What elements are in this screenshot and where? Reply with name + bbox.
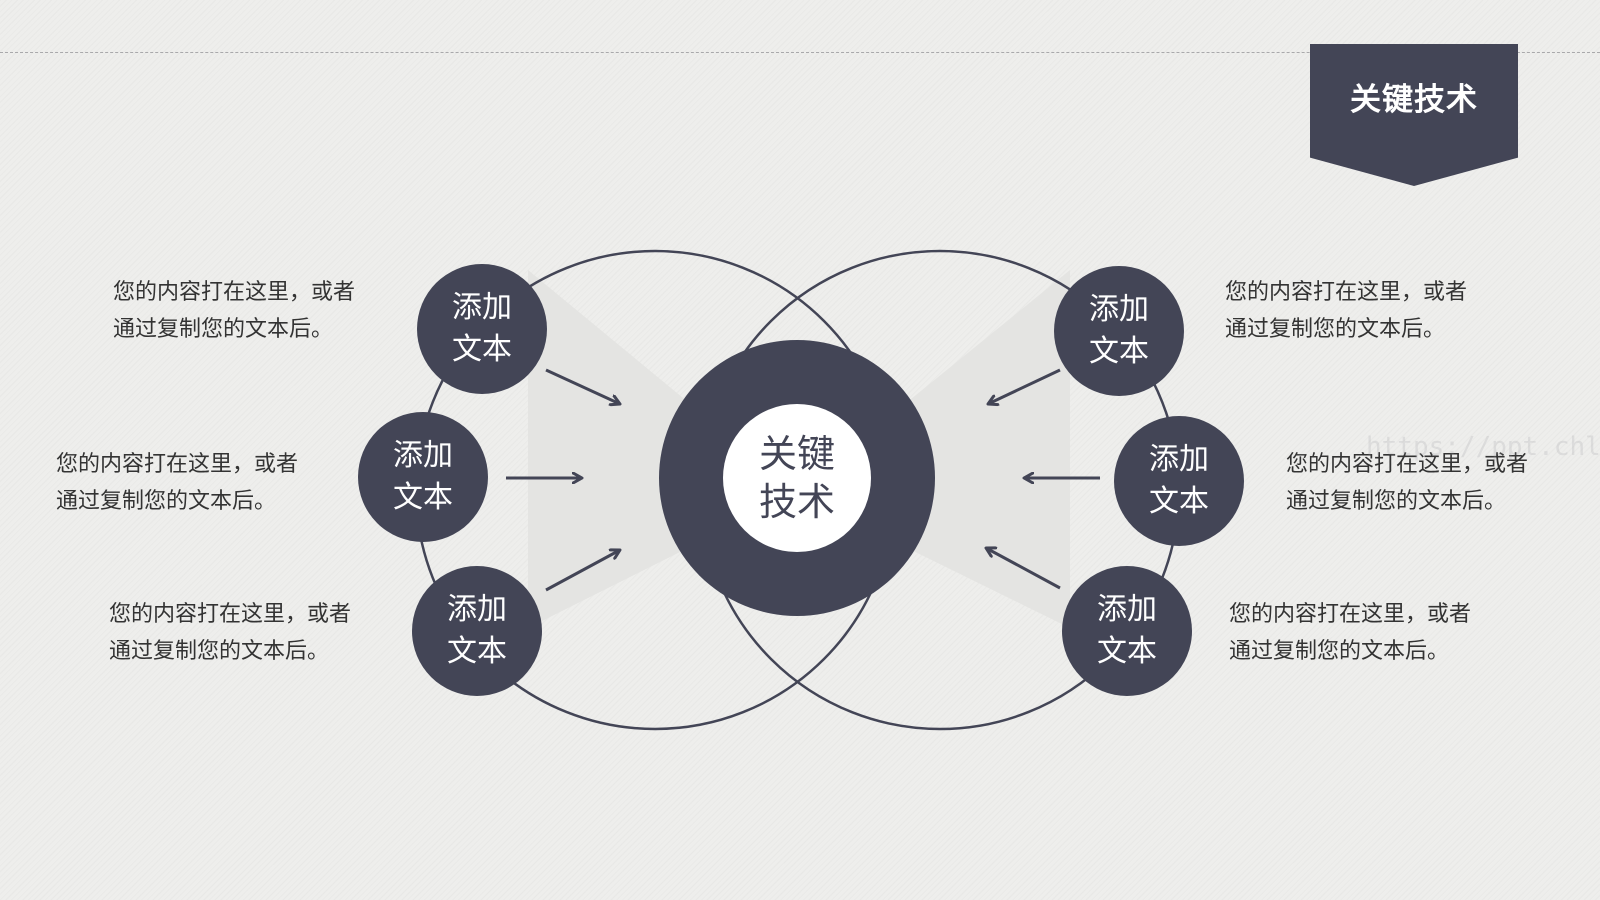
description-line1: 您的内容打在这里，或者 [109,602,352,627]
hub-label-line2: 技术 [758,480,835,524]
hub-label-line1: 关键 [758,432,835,476]
node-left-middle: 添加 文本 [358,412,488,542]
node-label-line2: 文本 [1089,334,1149,369]
description-line1: 您的内容打在这里，或者 [1286,452,1529,477]
arrow-right-top [988,368,1061,404]
description-left-top: 您的内容打在这里，或者 通过复制您的文本后。 [113,274,355,348]
node-right-middle: 添加 文本 [1114,416,1244,546]
description-line1: 您的内容打在这里，或者 [56,452,299,477]
description-left-bottom: 您的内容打在这里，或者 通过复制您的文本后。 [109,596,351,670]
right-funnel-shape [895,270,1070,628]
description-right-top: 您的内容打在这里，或者 通过复制您的文本后。 [1225,274,1467,348]
node-label-line1: 添加 [447,592,507,627]
page-title: 关键技术 [1350,82,1478,118]
description-line2: 通过复制您的文本后。 [109,639,330,664]
description-right-bottom: 您的内容打在这里，或者 通过复制您的文本后。 [1229,596,1471,670]
node-label-line2: 文本 [447,634,507,669]
node-left-top: 添加 文本 [417,264,547,394]
node-label-line2: 文本 [452,332,512,367]
description-line2: 通过复制您的文本后。 [1229,639,1450,664]
center-hub-ring: 关键 技术 [659,340,935,616]
description-line1: 您的内容打在这里，或者 [113,280,356,305]
description-right-middle: 您的内容打在这里，或者 通过复制您的文本后。 [1286,446,1528,520]
node-label-line1: 添加 [1149,442,1209,477]
node-label-line1: 添加 [1089,292,1149,327]
node-left-bottom: 添加 文本 [412,566,542,696]
left-funnel-shape [528,270,700,628]
node-right-top: 添加 文本 [1054,266,1184,396]
arrow-left-top [545,368,620,404]
node-label-line1: 添加 [1097,592,1157,627]
description-line2: 通过复制您的文本后。 [56,489,277,514]
description-line2: 通过复制您的文本后。 [1225,317,1446,342]
header-dashed-line [0,52,1600,53]
node-right-bottom: 添加 文本 [1062,566,1192,696]
description-line2: 通过复制您的文本后。 [1286,489,1507,514]
node-label-line2: 文本 [393,480,453,515]
title-banner: 关键技术 [1310,44,1518,186]
description-line1: 您的内容打在这里，或者 [1229,602,1472,627]
arrow-left-bottom [545,550,620,592]
node-label-line1: 添加 [393,438,453,473]
node-label-line2: 文本 [1097,634,1157,669]
description-line1: 您的内容打在这里，或者 [1225,280,1468,305]
description-left-middle: 您的内容打在这里，或者 通过复制您的文本后。 [56,446,298,520]
node-label-line1: 添加 [452,290,512,325]
watermark-text: https://ppt.chll.de [1366,432,1600,462]
description-line2: 通过复制您的文本后。 [113,317,334,342]
node-label-line2: 文本 [1149,484,1209,519]
center-hub-label: 关键 技术 [723,404,871,552]
arrow-right-bottom [986,548,1061,590]
